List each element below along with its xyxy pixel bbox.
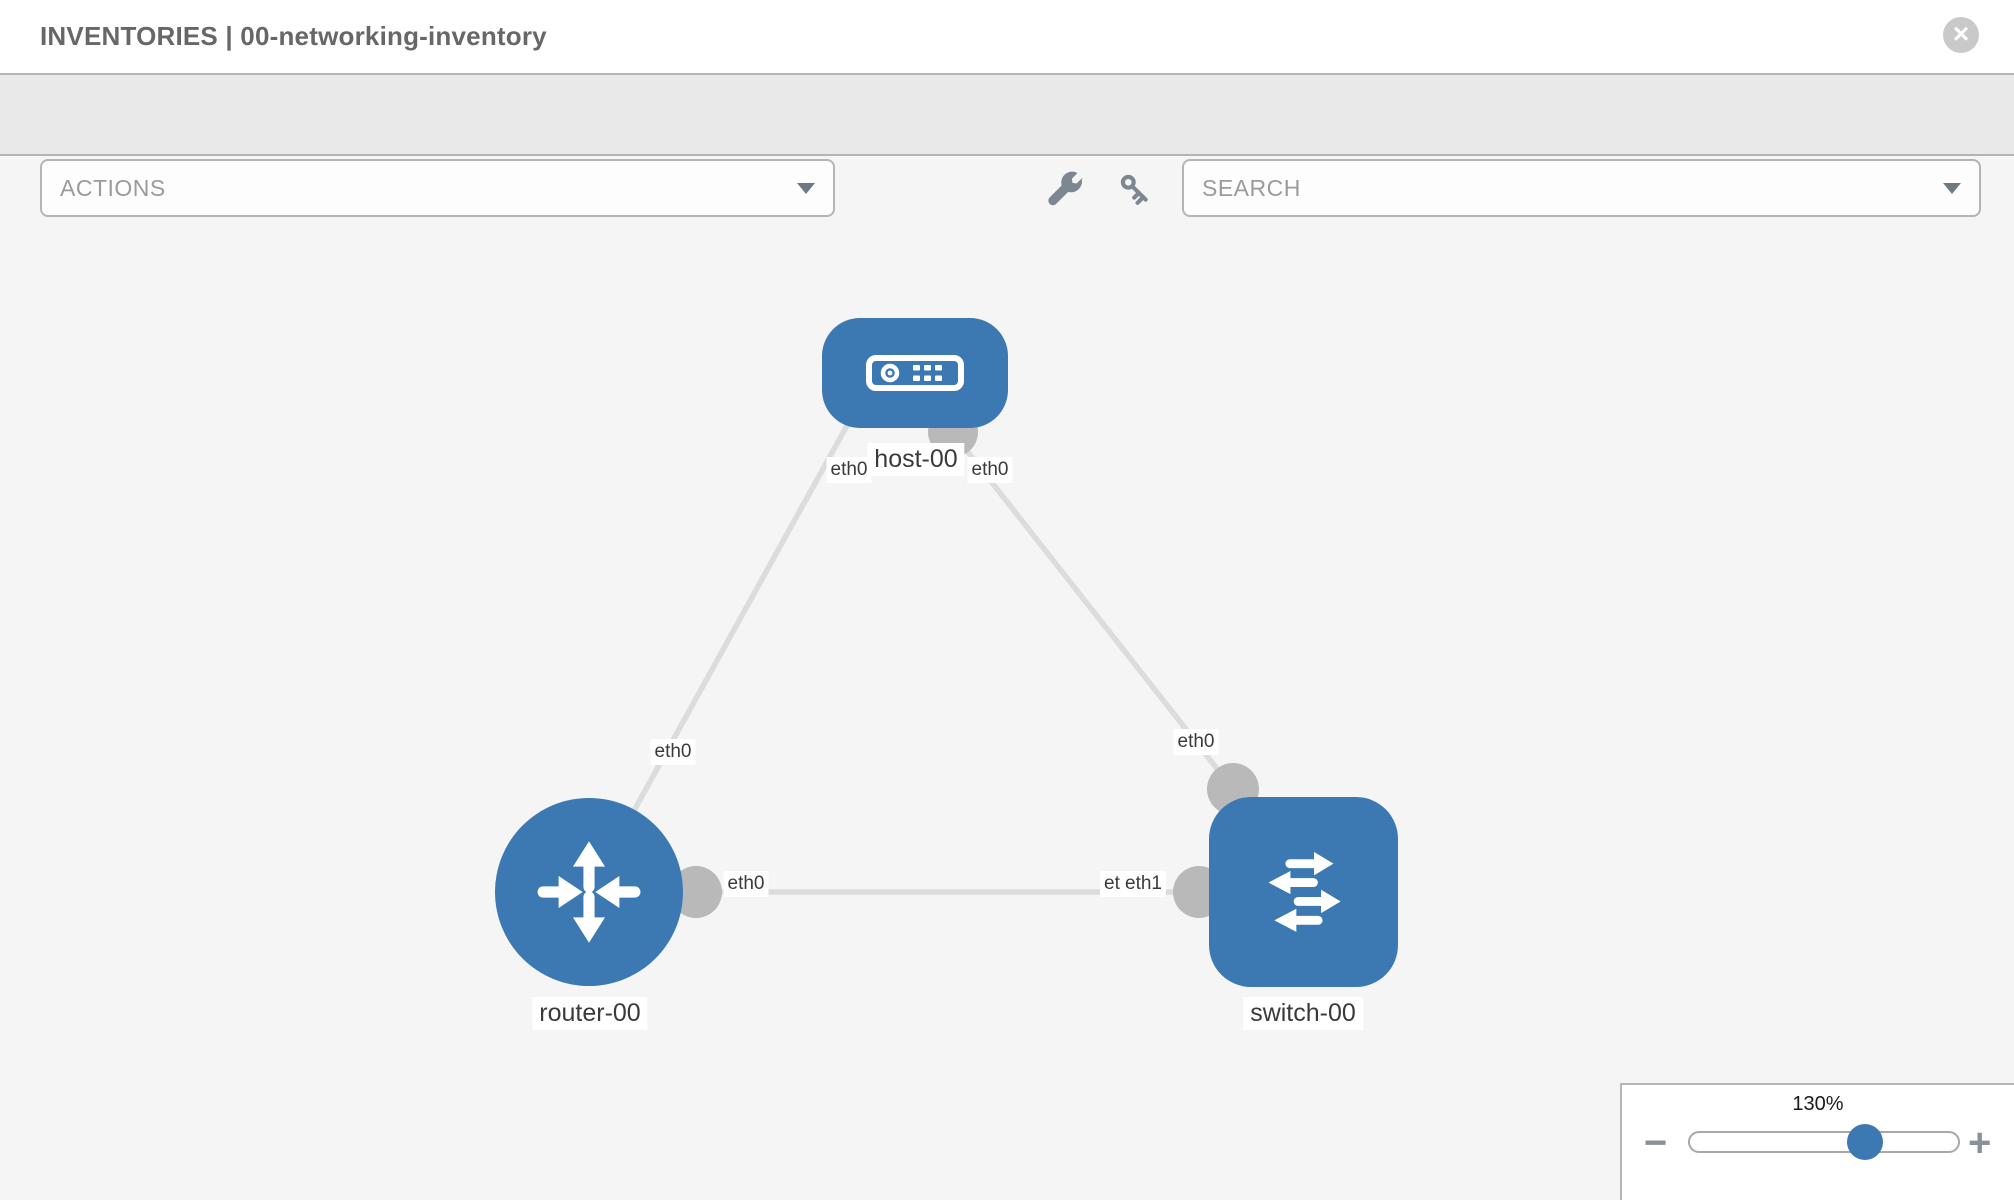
zoom-slider-track[interactable]: [1688, 1131, 1960, 1153]
credentials-button[interactable]: [1116, 170, 1154, 208]
interface-label-router-eth0: eth0: [650, 739, 696, 765]
search-dropdown-label: SEARCH: [1202, 174, 1301, 201]
interface-label-host-eth0-right: eth0: [967, 457, 1013, 483]
zoom-control-panel: 130% − +: [1620, 1083, 2014, 1200]
key-icon: [1120, 174, 1148, 205]
interface-label-switch-eth0: eth0: [1173, 729, 1219, 755]
title-bar: INVENTORIES | 00-networking-inventory ×: [0, 0, 2014, 73]
interface-label-host-eth0: eth0: [826, 457, 872, 483]
zoom-in-button[interactable]: +: [1968, 1123, 1991, 1163]
wrench-icon: [1048, 171, 1083, 206]
node-router-00[interactable]: [495, 798, 683, 986]
interface-connector-router: [670, 866, 722, 918]
zoom-slider-thumb[interactable]: [1847, 1124, 1883, 1160]
minus-icon: −: [1644, 1121, 1668, 1165]
node-label-switch-00: switch-00: [1243, 997, 1363, 1030]
node-label-router-00: router-00: [532, 997, 648, 1030]
interface-label-switch-eth1: eth1: [1121, 871, 1166, 897]
interface-label-router-eth0-link: eth0: [723, 871, 769, 897]
topology-canvas[interactable]: [0, 156, 2014, 1200]
chevron-down-icon: [797, 182, 815, 194]
router-icon: [537, 841, 641, 943]
zoom-out-button[interactable]: −: [1644, 1123, 1667, 1163]
close-button[interactable]: ×: [1943, 17, 1979, 53]
node-label-host-00: host-00: [867, 443, 965, 476]
node-switch-00[interactable]: [1209, 797, 1398, 987]
chevron-down-icon: [1943, 182, 1961, 194]
switch-icon: [1268, 852, 1341, 932]
configure-button[interactable]: [1047, 170, 1085, 208]
node-host-00[interactable]: [822, 318, 1008, 428]
close-icon: ×: [1952, 18, 1970, 49]
actions-dropdown-label: ACTIONS: [60, 174, 166, 201]
zoom-level-value: 130%: [1792, 1093, 1844, 1115]
plus-icon: +: [1968, 1121, 1992, 1165]
toolbar: ACTIONS SEARCH: [0, 73, 2014, 217]
actions-dropdown[interactable]: ACTIONS: [40, 159, 835, 217]
page-title: INVENTORIES | 00-networking-inventory: [40, 21, 547, 51]
host-icon: [866, 355, 964, 391]
search-dropdown[interactable]: SEARCH: [1182, 159, 1981, 217]
